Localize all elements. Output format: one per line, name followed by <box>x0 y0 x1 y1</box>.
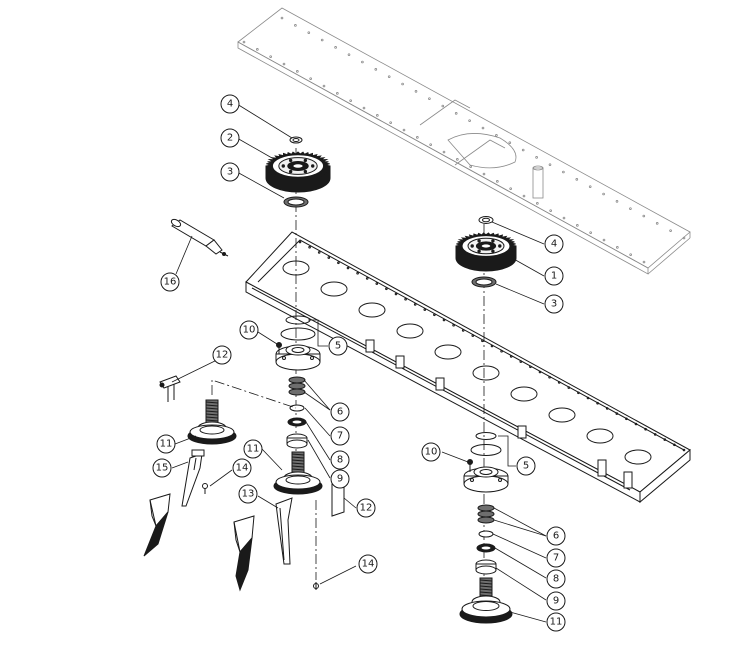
svg-text:3: 3 <box>227 167 233 178</box>
cutter-bar-housing <box>245 231 691 504</box>
callout-9-right: 9 <box>546 591 566 611</box>
callout-8-left: 8 <box>330 450 350 470</box>
callout-5-left: 5 <box>328 336 348 356</box>
callout-14-lower: 14 <box>358 554 378 574</box>
callout-1: 1 <box>544 266 564 286</box>
knife-holder-13 <box>275 497 293 565</box>
gear-2 <box>265 151 331 193</box>
cover-plate-holes <box>242 16 686 264</box>
seal-ring-right <box>470 432 502 456</box>
callout-10-right: 10 <box>421 442 441 462</box>
bearing-housing-5-left <box>275 344 321 371</box>
callout-16: 16 <box>160 272 180 292</box>
bearing-9-right <box>475 559 497 575</box>
callout-6-right: 6 <box>546 526 566 546</box>
washer-4-right <box>478 216 494 224</box>
svg-text:15: 15 <box>156 463 169 474</box>
svg-text:4: 4 <box>551 239 557 250</box>
washer-4-left <box>289 136 303 144</box>
svg-text:12: 12 <box>216 350 229 361</box>
leader-lines <box>171 103 547 623</box>
svg-text:9: 9 <box>553 596 559 607</box>
callout-12-bottom: 12 <box>356 498 376 518</box>
callout-7-right: 7 <box>546 548 566 568</box>
svg-text:5: 5 <box>523 461 529 472</box>
svg-text:16: 16 <box>164 277 177 288</box>
bearing-8-left <box>287 417 307 427</box>
bearing-9-left <box>286 433 308 449</box>
spring-washers-6-right <box>477 504 495 524</box>
cover-plate <box>237 7 691 275</box>
svg-text:4: 4 <box>227 99 233 110</box>
callout-11-a: 11 <box>156 434 176 454</box>
callout-15: 15 <box>152 458 172 478</box>
knife-holder-15 <box>181 449 205 507</box>
svg-text:1: 1 <box>551 271 557 282</box>
right-drive-stack <box>455 216 517 624</box>
svg-text:8: 8 <box>337 455 343 466</box>
callout-10-left: 10 <box>239 320 259 340</box>
svg-text:5: 5 <box>335 341 341 352</box>
callout-3-right: 3 <box>544 294 564 314</box>
bracket-12-top <box>159 375 181 402</box>
housing-bearing-seats <box>282 260 652 465</box>
svg-text:6: 6 <box>337 407 343 418</box>
bolt-14-upper <box>202 483 208 494</box>
svg-text:8: 8 <box>553 574 559 585</box>
callout-8-right: 8 <box>546 569 566 589</box>
svg-text:11: 11 <box>550 617 563 628</box>
callout-11-b: 11 <box>243 439 263 459</box>
callout-9-left: 9 <box>330 469 350 489</box>
blade-13 <box>233 515 255 592</box>
washer-7-left <box>289 404 305 412</box>
svg-text:6: 6 <box>553 531 559 542</box>
svg-text:2: 2 <box>227 133 233 144</box>
gear-1 <box>455 232 517 272</box>
svg-text:11: 11 <box>247 444 260 455</box>
callout-6-left: 6 <box>330 402 350 422</box>
disc-hub-11-c <box>459 577 513 624</box>
bearing-3-right <box>471 276 497 288</box>
svg-text:7: 7 <box>553 553 559 564</box>
callout-14-upper: 14 <box>232 458 252 478</box>
svg-text:10: 10 <box>425 447 438 458</box>
callout-2: 2 <box>220 128 240 148</box>
bearing-3-left <box>283 196 309 208</box>
drive-pin-16 <box>170 218 229 257</box>
svg-text:14: 14 <box>362 559 375 570</box>
bolt-14-lower <box>313 500 319 590</box>
svg-text:14: 14 <box>236 463 249 474</box>
svg-text:3: 3 <box>551 299 557 310</box>
housing-rivets <box>298 240 686 452</box>
callouts: 4 2 3 16 4 1 3 10 <box>152 94 566 632</box>
callout-5-right: 5 <box>516 456 536 476</box>
callout-11-c: 11 <box>546 612 566 632</box>
callout-7-left: 7 <box>330 426 350 446</box>
left-drive-stack <box>265 136 331 470</box>
bolt-10-left <box>276 342 282 354</box>
callout-12-top: 12 <box>212 345 232 365</box>
callout-4-left: 4 <box>220 94 240 114</box>
washer-7-right <box>478 530 494 538</box>
svg-text:9: 9 <box>337 474 343 485</box>
disc-hub-11-b <box>273 451 323 495</box>
callout-3-left: 3 <box>220 162 240 182</box>
svg-text:7: 7 <box>337 431 343 442</box>
blade-15 <box>143 493 171 557</box>
svg-text:13: 13 <box>242 489 255 500</box>
svg-text:11: 11 <box>160 439 173 450</box>
svg-text:10: 10 <box>243 325 256 336</box>
callout-13: 13 <box>238 484 258 504</box>
spring-washers-6-left <box>288 376 306 396</box>
bearing-housing-5-right <box>463 466 509 493</box>
bearing-8-right <box>476 543 496 553</box>
disc-hub-11-a <box>187 399 237 445</box>
callout-4-right: 4 <box>544 234 564 254</box>
svg-text:12: 12 <box>360 503 373 514</box>
